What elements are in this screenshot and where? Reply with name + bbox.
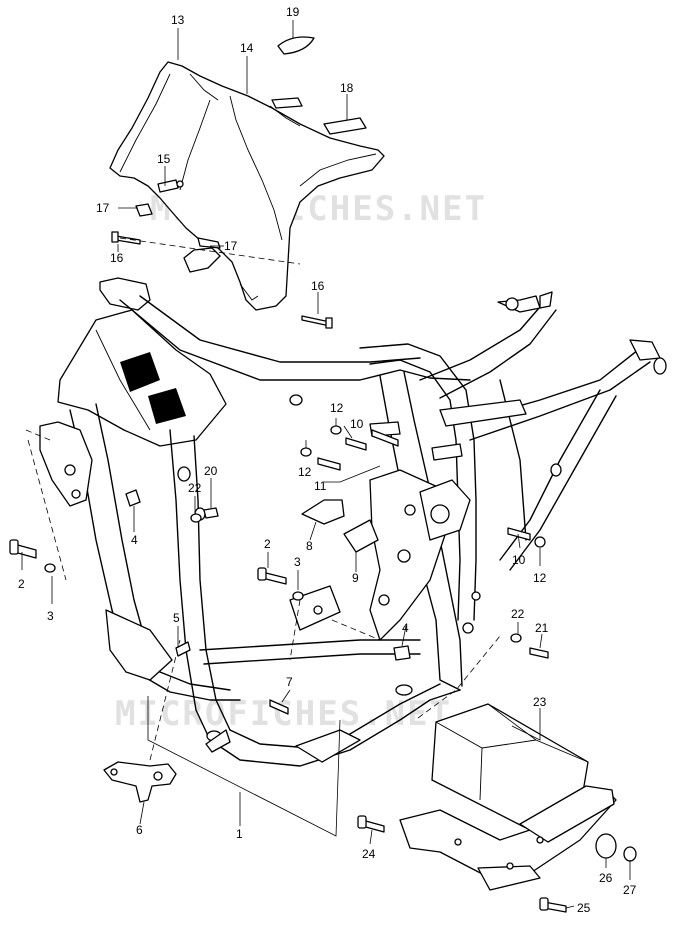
callout-4a: 4	[131, 533, 138, 547]
callout-10b: 10	[512, 553, 526, 567]
callout-7: 7	[286, 675, 293, 689]
callout-24: 24	[362, 847, 376, 861]
callout-17b: 17	[224, 239, 238, 253]
callout-12a: 12	[330, 401, 344, 415]
callout-3a: 3	[47, 609, 54, 623]
callout-16a: 16	[110, 251, 124, 265]
callout-1: 1	[236, 827, 243, 841]
callout-22a: 22	[188, 481, 202, 495]
emblem-part-19	[277, 36, 315, 55]
callout-6: 6	[136, 823, 143, 837]
main-frame-part-1	[39, 277, 667, 767]
callout-2b: 2	[264, 537, 271, 551]
callout-12b: 12	[298, 465, 312, 479]
callout-5: 5	[173, 611, 180, 625]
callout-14: 14	[240, 41, 254, 55]
callout-2a: 2	[18, 577, 25, 591]
callout-27: 27	[623, 883, 637, 897]
callout-23: 23	[533, 695, 547, 709]
callout-15: 15	[157, 152, 171, 166]
callout-13: 13	[171, 13, 185, 27]
callout-17a: 17	[96, 201, 110, 215]
callout-3b: 3	[294, 555, 301, 569]
callout-4b: 4	[402, 621, 409, 635]
callout-26: 26	[599, 871, 613, 885]
callout-10a: 10	[350, 417, 364, 431]
callout-16b: 16	[311, 279, 325, 293]
part-1-boundary	[147, 696, 341, 837]
callout-20: 20	[204, 464, 218, 478]
callout-22b: 22	[511, 607, 525, 621]
plate-part-18	[323, 117, 367, 135]
callout-11: 11	[314, 479, 327, 493]
callout-12c: 12	[533, 571, 547, 585]
callout-9: 9	[352, 571, 359, 585]
callout-18: 18	[340, 81, 354, 95]
callout-25: 25	[577, 901, 591, 915]
front-cover-part-13-14	[109, 61, 385, 311]
callout-8: 8	[306, 539, 313, 553]
battery-box-part-23	[399, 703, 637, 891]
leader-lines	[21, 20, 631, 909]
callout-21: 21	[535, 621, 549, 635]
callout-19: 19	[286, 5, 300, 19]
fasteners-15-16-17	[111, 179, 333, 329]
fasteners	[9, 425, 567, 913]
bracket-part-6	[103, 761, 177, 803]
callout-numbers: 13 19 14 18 15 17 17 16 16 12 10 12 20 2…	[18, 5, 637, 915]
